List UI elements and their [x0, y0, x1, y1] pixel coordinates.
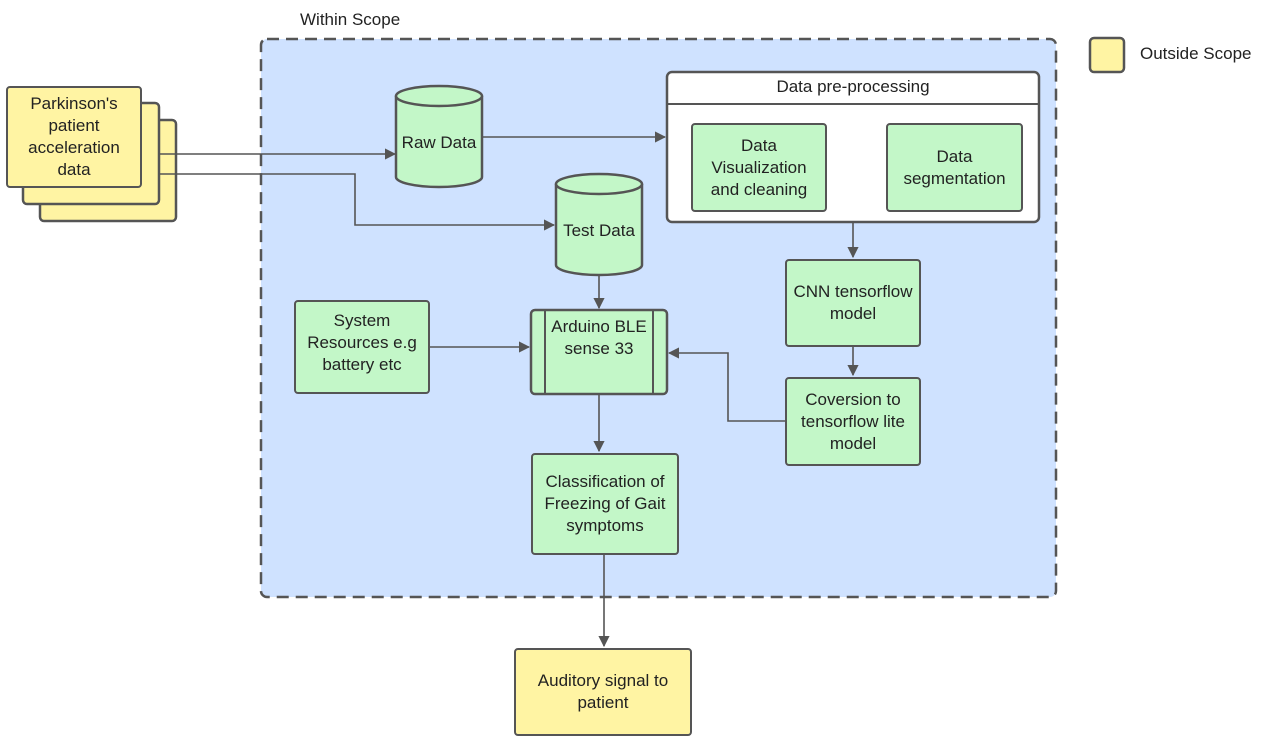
cnn-model-node: CNN tensorflow model	[785, 259, 921, 347]
parkinsons-data-label: Parkinson's patient acceleration data	[28, 94, 120, 179]
test-data-cylinder	[554, 172, 644, 277]
legend-outside-scope-label: Outside Scope	[1140, 44, 1252, 63]
visualization-node: Data Visualization and cleaning	[691, 123, 827, 212]
conversion-label: Coversion to tensorflow lite model	[801, 389, 905, 453]
cnn-model-label: CNN tensorflow model	[793, 282, 913, 323]
raw-data-label: Raw Data	[401, 133, 477, 152]
visualization-label: Data Visualization and cleaning	[710, 135, 808, 199]
preprocessing-title: Data pre-processing	[776, 77, 930, 96]
raw-data-cylinder	[394, 84, 484, 189]
classification-label: Classification of Freezing of Gait sympt…	[544, 472, 666, 535]
within-scope-label: Within Scope	[300, 10, 401, 29]
auditory-signal-label: Auditory signal to patient	[537, 671, 669, 712]
auditory-signal-node: Auditory signal to patient	[514, 648, 692, 736]
conversion-node: Coversion to tensorflow lite model	[785, 377, 921, 466]
segmentation-label: Data segmentation	[903, 146, 1006, 188]
classification-node: Classification of Freezing of Gait sympt…	[531, 453, 679, 555]
system-resources-node: System Resources e.g battery etc	[294, 300, 430, 394]
legend-outside-scope-swatch	[1088, 36, 1126, 74]
parkinsons-data-node: Parkinson's patient acceleration data	[6, 86, 142, 188]
arduino-label: Arduino BLE sense 33	[551, 317, 647, 358]
test-data-label: Test Data	[563, 221, 635, 240]
segmentation-node: Data segmentation	[886, 123, 1023, 212]
system-resources-label: System Resources e.g battery etc	[307, 311, 417, 374]
arrow-parkinsons-to-test-data	[159, 173, 556, 231]
arrow-conversion-to-arduino	[667, 347, 785, 422]
arduino-node: Arduino BLE sense 33	[545, 310, 653, 394]
